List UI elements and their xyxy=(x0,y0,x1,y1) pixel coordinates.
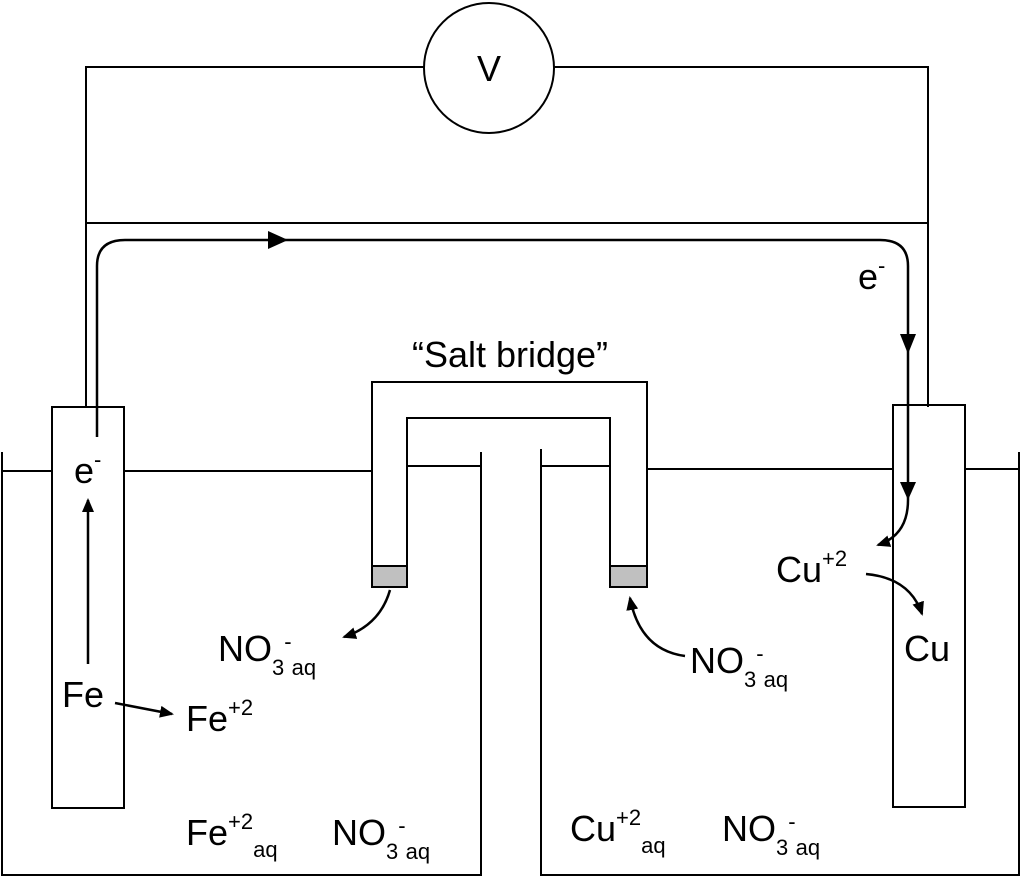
copper-label: Cu xyxy=(904,628,950,669)
nitrate-label-left: NO3-aq xyxy=(218,628,316,680)
copper-reduction-arrow xyxy=(865,572,924,616)
voltmeter-label: V xyxy=(477,48,501,89)
salt-bridge: “Salt bridge” xyxy=(371,334,648,588)
copper-electrode xyxy=(892,404,966,808)
right-beaker xyxy=(540,404,1020,876)
left-solution-cation: Fe+2aq xyxy=(186,809,278,862)
electron-flow-arrowhead-top xyxy=(268,231,288,249)
salt-bridge-tube xyxy=(371,381,648,588)
nitrate-label-right: NO3-aq xyxy=(690,640,788,692)
external-circuit: V xyxy=(85,2,929,407)
reaction-arrows xyxy=(82,498,924,718)
electron-flow-path xyxy=(95,238,910,500)
salt-bridge-plug-right xyxy=(609,565,648,588)
right-solution-cation: Cu+2aq xyxy=(570,805,666,858)
electron-flow-arrowhead-lower xyxy=(900,482,916,500)
electron-label-left: e- xyxy=(74,447,101,491)
electron-flow-arrowhead-right xyxy=(900,334,916,354)
electron-label-right: e- xyxy=(858,253,885,297)
right-solution-anion: NO3-aq xyxy=(722,808,820,860)
electron-flow xyxy=(95,231,916,547)
iron-ion-label: Fe+2 xyxy=(186,695,253,739)
salt-bridge-label: “Salt bridge” xyxy=(412,334,608,375)
iron-to-ion-arrow xyxy=(114,701,174,718)
left-beaker-outline xyxy=(1,452,482,876)
iron-electrode xyxy=(51,406,125,809)
labels: e- e- Fe Fe+2 NO3-aq Fe+2aq NO3-aq NO3-a… xyxy=(62,253,950,864)
salt-bridge-plug-left xyxy=(371,565,408,588)
voltmeter-wire-loop xyxy=(85,66,929,407)
copper-ion-label: Cu+2 xyxy=(776,546,847,590)
left-beaker xyxy=(1,406,482,876)
nitrate-left-arrow xyxy=(342,589,392,639)
nitrate-right-arrow xyxy=(626,596,686,658)
right-beaker-outline xyxy=(540,449,1020,876)
electron-to-copper-ion-arrow xyxy=(876,499,910,547)
voltmeter-icon xyxy=(423,2,555,134)
left-solution-anion: NO3-aq xyxy=(332,812,430,864)
iron-label: Fe xyxy=(62,674,104,715)
